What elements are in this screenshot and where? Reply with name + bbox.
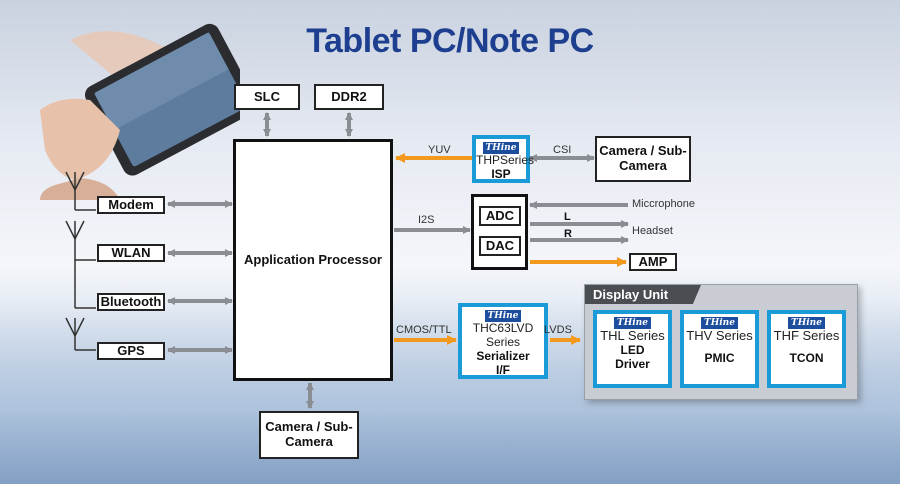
r-label: R (564, 228, 572, 240)
gps-block: GPS (97, 342, 165, 360)
camera-top-block: Camera / Sub-Camera (595, 136, 691, 182)
serializer-block: THine THC63LVD Series Serializer I/F (458, 303, 548, 379)
thl-name-2: Driver (615, 357, 650, 372)
thf-card: THine THF Series TCON (767, 310, 846, 388)
thine-logo: THine (701, 317, 738, 330)
thine-logo: THine (482, 142, 520, 155)
isp-series: THPSeries (476, 153, 535, 168)
adc-block: ADC (479, 206, 521, 226)
bluetooth-block: Bluetooth (97, 293, 165, 311)
thl-name-1: LED (620, 343, 645, 358)
lvds-label: LVDS (544, 324, 572, 336)
isp-block: THine THPSeries ISP (472, 135, 534, 183)
amp-block: AMP (629, 253, 677, 271)
thl-series: THL Series (600, 328, 665, 344)
thine-logo: THine (788, 317, 825, 330)
serializer-series-1: THC63LVD (472, 321, 534, 336)
serializer-series-2: Series (485, 335, 520, 350)
microphone-label: Miccrophone (632, 198, 695, 210)
serializer-name-2: I/F (496, 362, 510, 377)
wlan-block: WLAN (97, 244, 165, 262)
thine-logo: THine (484, 310, 522, 323)
cmos-label: CMOS/TTL (396, 324, 452, 336)
isp-name: ISP (491, 167, 511, 182)
yuv-label: YUV (428, 144, 451, 156)
thl-card: THine THL Series LED Driver (593, 310, 672, 388)
thv-card: THine THV Series PMIC (680, 310, 759, 388)
thv-series: THV Series (686, 328, 753, 344)
camera-bottom-block: Camera / Sub-Camera (259, 411, 359, 459)
thf-name: TCON (789, 351, 824, 366)
modem-block: Modem (97, 196, 165, 214)
slc-block: SLC (234, 84, 300, 110)
ddr2-block: DDR2 (314, 84, 384, 110)
i2s-label: I2S (418, 214, 435, 226)
application-processor-block: Application Processor (233, 139, 393, 381)
csi-label: CSI (553, 144, 572, 156)
thine-logo: THine (614, 317, 651, 330)
display-unit-header: Display Unit (585, 285, 701, 304)
l-label: L (564, 211, 571, 223)
dac-block: DAC (479, 236, 521, 256)
thv-name: PMIC (704, 351, 735, 366)
headset-label: Headset (632, 225, 673, 237)
antenna-lines (65, 171, 96, 351)
serializer-name-1: Serializer (476, 348, 530, 363)
page-title: Tablet PC/Note PC (306, 22, 594, 60)
tablet-hand-illustration (40, 23, 240, 200)
thf-series: THF Series (773, 328, 840, 344)
